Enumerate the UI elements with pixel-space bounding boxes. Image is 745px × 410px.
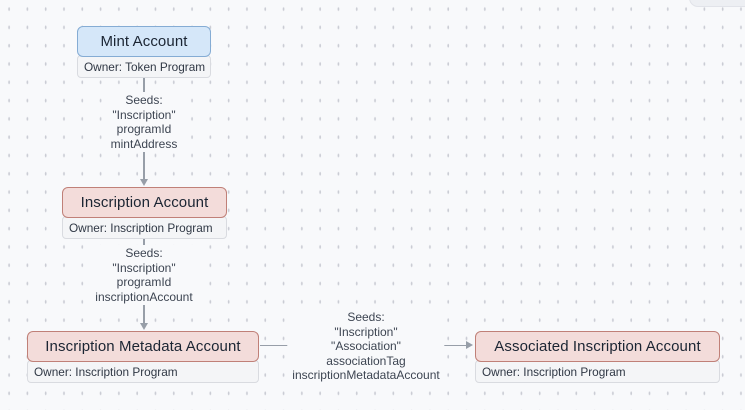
arrowhead-right-icon xyxy=(466,341,473,350)
edge-label-line: Seeds: xyxy=(347,310,385,324)
edge-label-line: inscriptionAccount xyxy=(95,289,193,304)
edge-label-line: programId xyxy=(116,275,172,290)
node-associated-inscription-account: Associated Inscription Account Owner: In… xyxy=(475,331,720,383)
edge-label-line: programId xyxy=(116,122,172,137)
edge-label-line: "Inscription" xyxy=(112,260,176,275)
cropped-corner-widget xyxy=(689,0,745,7)
edge-label-line: Seeds: xyxy=(125,93,163,107)
edge-label-line: "Inscription" xyxy=(112,107,176,122)
node-title: Inscription Metadata Account xyxy=(27,331,259,362)
node-title: Associated Inscription Account xyxy=(475,331,720,362)
edge-label-seeds-mint-to-inscription: Seeds: "Inscription" programId mintAddre… xyxy=(105,92,183,153)
arrowhead-down-icon xyxy=(139,179,148,186)
node-mint-account: Mint Account Owner: Token Program xyxy=(77,26,211,78)
owner-badge: Owner: Inscription Program xyxy=(27,360,259,383)
node-title: Mint Account xyxy=(77,26,211,57)
edge-label-seeds-inscription-to-metadata: Seeds: "Inscription" programId inscripti… xyxy=(90,245,198,306)
edge-label-line: mintAddress xyxy=(110,136,178,151)
node-title: Inscription Account xyxy=(62,187,227,218)
edge-label-line: "Association" xyxy=(331,339,401,354)
node-inscription-metadata-account: Inscription Metadata Account Owner: Insc… xyxy=(27,331,259,383)
edge-label-seeds-metadata-to-associated: Seeds: "Inscription" "Association" assoc… xyxy=(287,309,445,384)
owner-badge: Owner: Token Program xyxy=(77,55,211,78)
edge-label-line: "Inscription" xyxy=(334,324,398,339)
owner-badge: Owner: Inscription Program xyxy=(62,216,227,239)
owner-badge: Owner: Inscription Program xyxy=(475,360,720,383)
arrowhead-down-icon xyxy=(139,323,148,330)
edge-label-line: inscriptionMetadataAccount xyxy=(292,368,440,383)
node-inscription-account: Inscription Account Owner: Inscription P… xyxy=(62,187,227,239)
edge-label-line: associationTag xyxy=(326,353,406,368)
edge-label-line: Seeds: xyxy=(125,246,163,260)
